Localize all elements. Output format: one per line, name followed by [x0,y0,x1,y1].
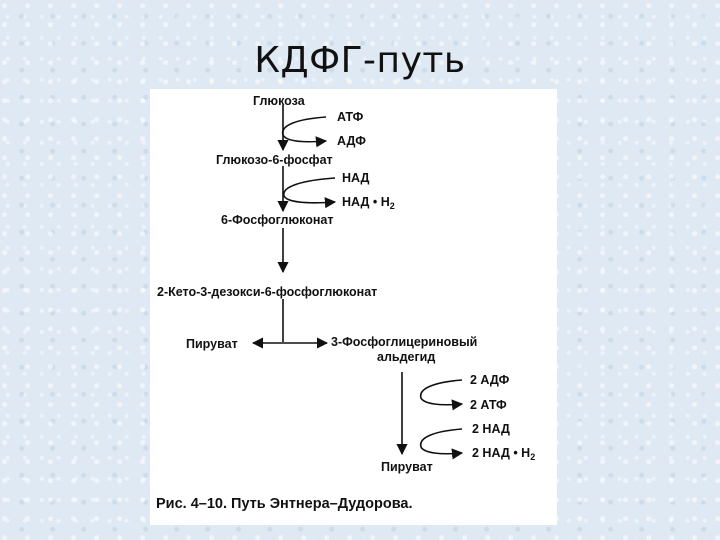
label-atp: АТФ [337,110,364,124]
arrow-nad-nadh [283,177,337,209]
label-nadh-sub: 2 [389,201,395,211]
label-adp: АДФ [337,134,366,148]
arrow-atp-adp [282,116,328,148]
label-nadh: НАД • Н2 [342,195,395,213]
label-nadh-2-base: 2 НАД • Н [472,446,531,460]
label-pyruvate-1: Пируват [186,337,238,351]
label-g3p-line1: 3-Фосфоглицериновый [331,335,478,349]
label-kdpg: 2-Кето-3-дезокси-6-фосфоглюконат [157,285,378,299]
label-pyruvate-2: Пируват [381,460,433,474]
label-adp-2: 2 АДФ [470,373,510,387]
label-nad-2: 2 НАД [472,422,510,436]
label-atp-2: 2 АТФ [470,398,507,412]
pathway-figure: Глюкоза АТФ АДФ Глюкозо-6-фосфат НАД НАД… [150,89,557,525]
arrow-nad-nadh-2 [420,428,464,460]
label-g3p-line2: альдегид [377,350,436,364]
label-nad: НАД [342,171,370,185]
label-g6p: Глюкозо-6-фосфат [216,153,333,167]
figure-caption: Рис. 4–10. Путь Энтнера–Дудорова. [156,496,413,512]
slide-title: КДФГ-путь [254,40,466,81]
label-nadh-base: НАД • Н [342,195,390,209]
label-nadh-2-sub: 2 [530,452,536,462]
label-6pg: 6-Фосфоглюконат [221,213,334,227]
label-nadh-2: 2 НАД • Н2 [472,446,535,464]
pathway-arrows [251,105,464,460]
arrow-adp-atp [420,379,464,411]
label-glucose: Глюкоза [253,94,305,108]
